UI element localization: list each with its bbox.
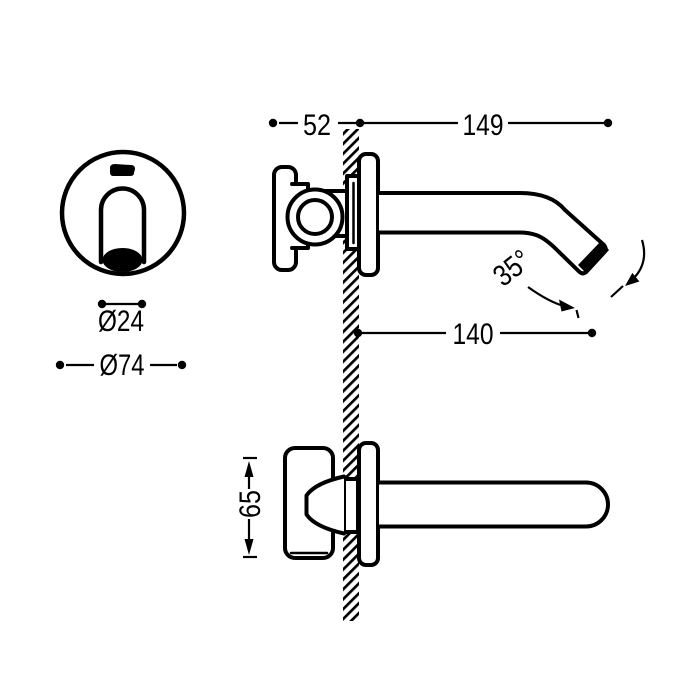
- dim-dot: [55, 360, 65, 370]
- dim-140-label: 140: [453, 318, 494, 351]
- stem-cylinder-plan: [342, 477, 360, 534]
- angle-tick-right: [610, 285, 624, 298]
- spout-side-outline: [377, 191, 608, 276]
- angle-arrow-right-head: [625, 272, 640, 286]
- spout-outlet-fill: [578, 241, 609, 274]
- dim-dot: [137, 299, 147, 309]
- dimension-140: 140: [353, 318, 597, 351]
- dim-dot: [587, 328, 597, 338]
- side-view: [272, 152, 609, 277]
- angle-arrow-left-head: [559, 299, 575, 312]
- spout-front-outline: [98, 186, 147, 265]
- dim-dot: [355, 118, 365, 128]
- dim-dot: [177, 360, 187, 370]
- dim-52-label: 52: [303, 109, 331, 142]
- dim-65-label: 65: [234, 490, 267, 518]
- dimension-52: 52: [268, 109, 365, 142]
- handle-cone-plan: [304, 474, 346, 536]
- front-view: [59, 149, 187, 277]
- escutcheon-plate-plan: [357, 441, 380, 567]
- angle-arrow-right-curve: [632, 239, 646, 280]
- dim-arrow-down: [244, 539, 254, 555]
- dimension-65: 65: [234, 456, 267, 559]
- handle-indicator-mark: [110, 164, 135, 176]
- spout-front-opening: [102, 248, 143, 272]
- dim-dot: [603, 118, 613, 128]
- dim-arrow-up: [244, 461, 254, 477]
- dimension-149: 149: [364, 109, 613, 142]
- dim-dot: [353, 328, 363, 338]
- dim-d24-label: Ø24: [98, 305, 144, 338]
- angle-tick-left: [575, 309, 580, 319]
- dim-dot: [268, 118, 278, 128]
- spout-plan-outline: [377, 480, 610, 529]
- escutcheon-plate-side: [357, 152, 380, 277]
- dimension-d74: Ø74: [55, 349, 187, 382]
- handle-hub-inner: [296, 198, 334, 236]
- dimension-d24: Ø24: [97, 299, 147, 338]
- dim-149-label: 149: [463, 109, 504, 142]
- dim-d74-label: Ø74: [100, 349, 145, 382]
- plan-view: [283, 441, 610, 567]
